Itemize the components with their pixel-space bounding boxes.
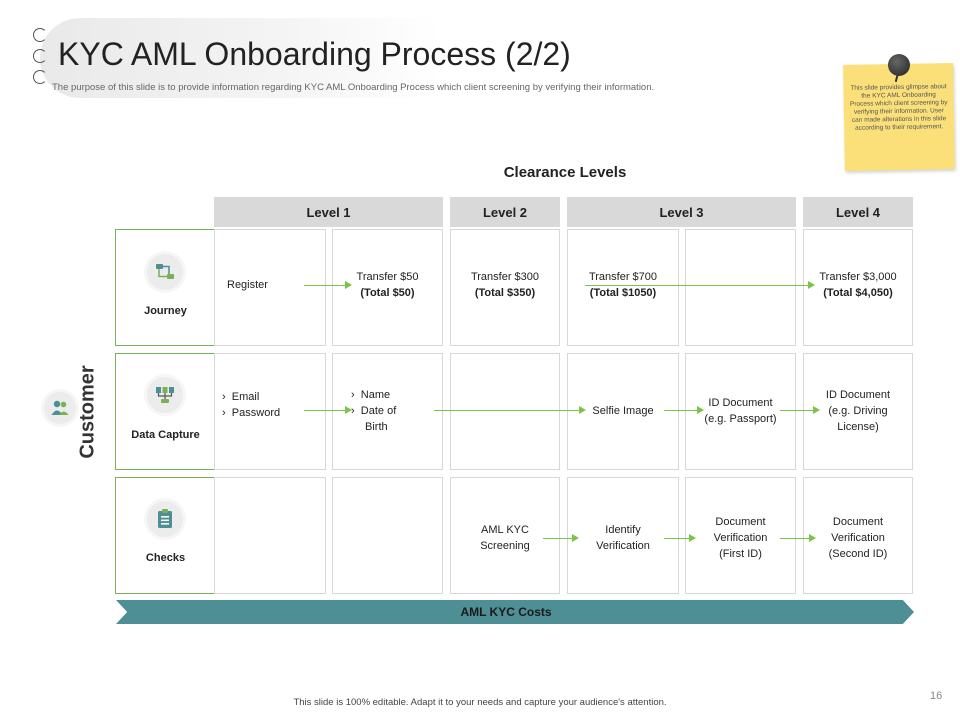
capture-password: › Password	[222, 407, 281, 419]
checks-cell-1	[214, 477, 326, 594]
checks-cell-3	[450, 477, 560, 594]
level-2-header: Level 2	[450, 197, 560, 227]
checks-cell-6	[803, 477, 913, 594]
arrow-checks-2	[664, 534, 696, 542]
arrow-capture-2	[434, 406, 586, 414]
journey-transfer-700: Transfer $700(Total $1050)	[588, 271, 658, 299]
journey-register: Register	[227, 279, 268, 291]
journey-icon	[147, 254, 183, 290]
journey-cell-6	[803, 229, 913, 346]
level-4-header: Level 4	[803, 197, 913, 227]
row-label-checks: Checks	[145, 552, 186, 564]
page-title: KYC AML Onboarding Process (2/2)	[58, 36, 571, 72]
capture-cell-2	[332, 353, 443, 470]
footer-text: This slide is 100% editable. Adapt it to…	[293, 697, 667, 708]
arrow-checks-1	[543, 534, 579, 542]
capture-dob: › Date of	[351, 405, 397, 417]
journey-cell-3	[450, 229, 560, 346]
capture-id-passport: ID Document(e.g. Passport)	[704, 397, 777, 425]
arrow-capture-3	[664, 406, 704, 414]
capture-cell-6	[803, 353, 913, 470]
arrow-journey-2	[585, 281, 815, 289]
row-label-data-capture: Data Capture	[131, 429, 200, 441]
journey-transfer-50: Transfer $50(Total $50)	[356, 271, 419, 299]
capture-cell-1	[214, 353, 326, 470]
checks-cell-2	[332, 477, 443, 594]
row-label-journey: Journey	[144, 305, 187, 317]
level-1-header: Level 1	[214, 197, 443, 227]
capture-cell-3	[450, 353, 560, 470]
cost-bar	[116, 600, 914, 624]
arrow-capture-4	[780, 406, 820, 414]
ring-binder-icon	[33, 28, 51, 88]
capture-selfie: Selfie Image	[592, 405, 654, 417]
cost-label: AML KYC Costs	[460, 605, 552, 619]
journey-cell-5	[685, 229, 796, 346]
checks-icon	[147, 501, 183, 537]
journey-transfer-3000: Transfer $3,000(Total $4,050)	[819, 271, 897, 299]
sticky-note-text: This slide provides glimpse about the KY…	[849, 83, 948, 132]
capture-email: › Email	[222, 391, 260, 403]
pin-icon	[888, 54, 910, 76]
capture-name: › Name	[351, 389, 391, 401]
sticky-note: This slide provides glimpse about the KY…	[843, 63, 955, 171]
journey-transfer-300: Transfer $300(Total $350)	[470, 271, 540, 299]
checks-cell-5	[685, 477, 796, 594]
data-capture-icon	[147, 377, 183, 413]
journey-cell-4	[567, 229, 679, 346]
clearance-levels-title: Clearance Levels	[503, 164, 627, 181]
arrow-checks-3	[780, 534, 816, 542]
capture-dob-continued: Birth	[365, 421, 388, 433]
title-band	[40, 18, 440, 98]
page-number: 16	[930, 690, 943, 702]
arrow-journey-1	[304, 281, 352, 289]
page-subtitle: The purpose of this slide is to provide …	[52, 82, 655, 93]
customer-icon	[44, 392, 76, 424]
journey-cell-1	[214, 229, 326, 346]
arrow-capture-1	[304, 406, 352, 414]
level-3-header: Level 3	[567, 197, 796, 227]
customer-label: Customer	[76, 365, 99, 459]
checks-cell-4	[567, 477, 679, 594]
